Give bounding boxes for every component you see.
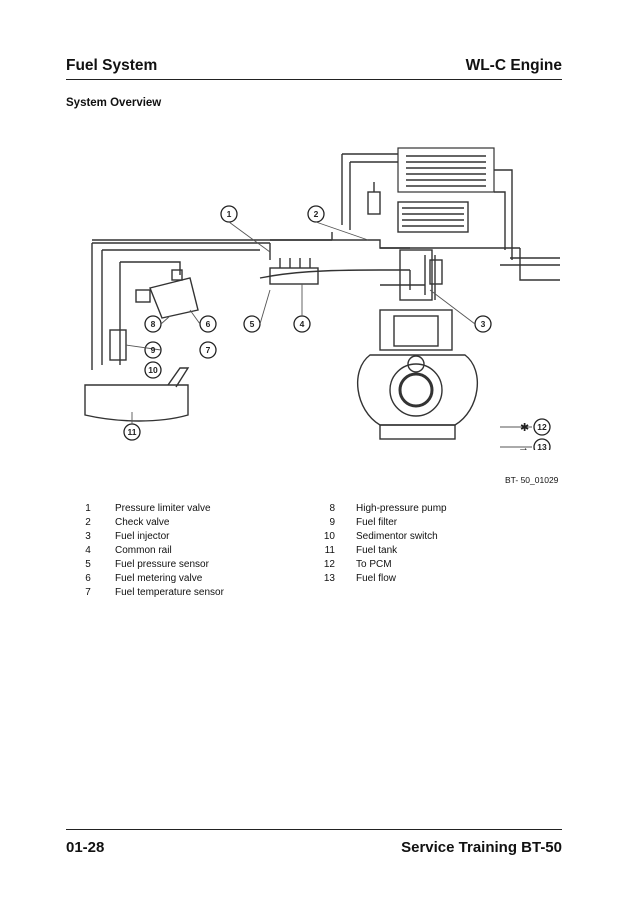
fuel-tank-graphic: [84, 367, 190, 422]
sensor-asterisk-icon: ✱: [520, 422, 529, 434]
callout-number-5: 5: [250, 319, 255, 329]
callout-number-12: 12: [537, 422, 547, 432]
header-engine-title: WL-C Engine: [465, 57, 562, 74]
intake-sensor-graphic: [367, 191, 381, 215]
header-rule: [66, 79, 562, 80]
high-pressure-pump-graphic: [135, 269, 199, 319]
common-rail-graphic: [269, 267, 319, 285]
callout-number-1: 1: [227, 209, 232, 219]
callout-number-11: 11: [128, 427, 137, 437]
fuel-lines: [91, 232, 560, 370]
section-title: System Overview: [66, 97, 162, 109]
callout-circle-7: [199, 341, 217, 359]
fuel-system-diagram: 1 2 3 4 5 6 7 8 9 10 11 12 13 ✱ →: [84, 147, 560, 450]
callout-circle-13: [533, 438, 551, 450]
air-duct-right: [494, 169, 513, 260]
figure-id: BT- 50_01029: [505, 475, 559, 485]
callout-circle-10: [144, 361, 162, 379]
engine-block-graphic: [356, 249, 479, 440]
callout-circle-12: [533, 418, 551, 436]
callout-number-3: 3: [481, 319, 486, 329]
callout-number-10: 10: [148, 365, 158, 375]
header-chapter-title: Fuel System: [66, 57, 158, 74]
callout-number-2: 2: [314, 209, 319, 219]
radiator-graphic: [397, 147, 495, 233]
footer-course-title: Service Training BT-50: [401, 839, 562, 856]
callout-number-13: 13: [537, 442, 547, 450]
air-duct: [341, 153, 398, 230]
callout-number-7: 7: [206, 345, 211, 355]
fuel-flow-arrow-icon: →: [518, 442, 529, 450]
callout-number-6: 6: [206, 319, 211, 329]
callout-number-9: 9: [151, 345, 156, 355]
fuel-filter-graphic: [109, 329, 127, 361]
callout-number-8: 8: [151, 319, 156, 329]
page-number: 01-28: [66, 839, 105, 856]
footer-rule: [66, 829, 562, 830]
callout-number-4: 4: [300, 319, 305, 329]
